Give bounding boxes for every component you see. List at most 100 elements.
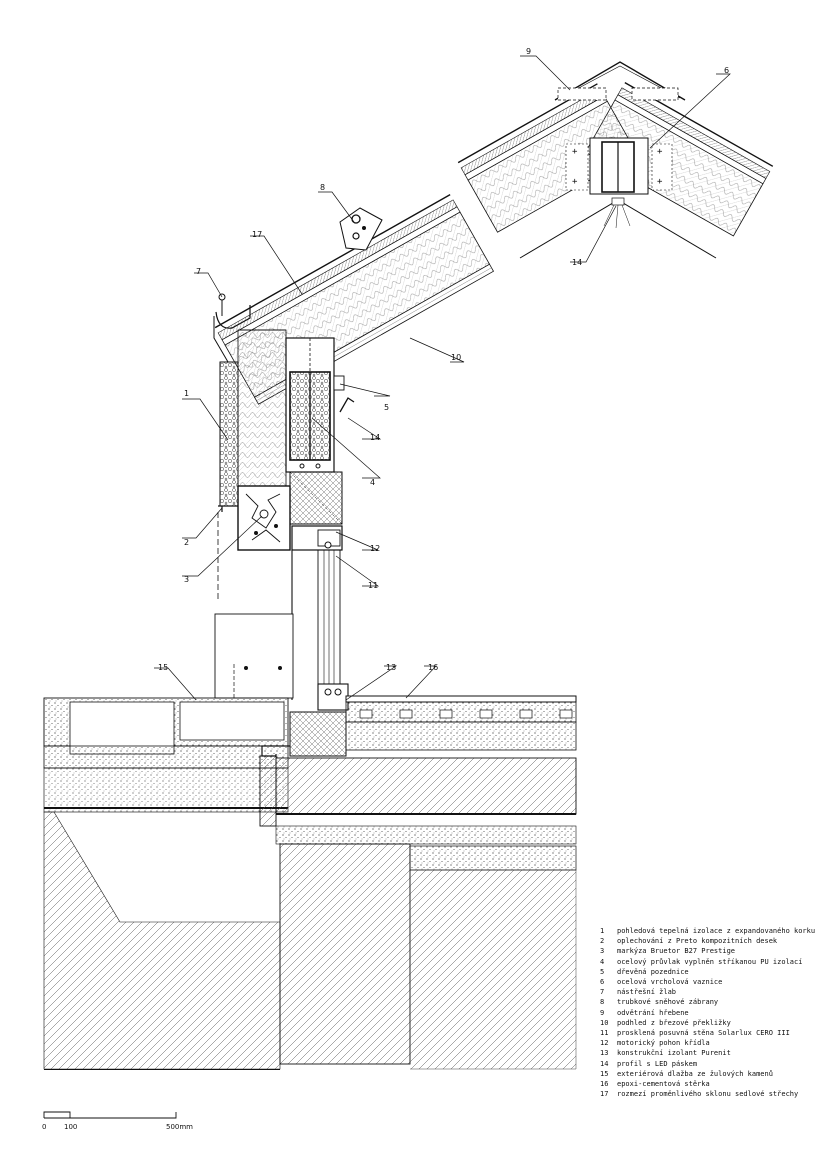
callout-14-wall: 14	[370, 433, 380, 442]
legend-number: 4	[600, 957, 605, 966]
callout-9: 9	[526, 47, 531, 56]
legend-text: ocelová vrcholová vaznice	[617, 978, 723, 987]
legend-item: 7 nástřešní žlab	[600, 987, 822, 997]
sill-profile	[317, 683, 349, 711]
legend-number: 10	[600, 1018, 609, 1027]
legend-item: 12 motorický pohon křídla	[600, 1038, 822, 1048]
legend-item: 1 pohledová tepelná izolace z expandované…	[600, 926, 822, 936]
ridge-vent-left	[557, 87, 607, 101]
wall-insulation	[237, 329, 287, 487]
legend-number: 12	[600, 1039, 609, 1048]
floor-slab	[275, 757, 577, 815]
callout-12: 12	[370, 544, 380, 553]
callout-2: 2	[184, 538, 189, 547]
ridge-vent-right	[631, 87, 679, 101]
led-profile-wall	[339, 397, 355, 413]
scale-label-500: 500mm	[166, 1123, 193, 1131]
legend-text: nástřešní žlab	[617, 988, 677, 997]
legend-text: dřevěná pozednice	[617, 967, 689, 976]
svg-text:+: +	[572, 177, 578, 187]
legend-number: 6	[600, 978, 605, 987]
callout-15: 15	[158, 663, 168, 672]
svg-text:+: +	[657, 147, 663, 157]
timber-wall-plate	[333, 375, 345, 391]
legend-number: 7	[600, 988, 605, 997]
legend-number: 11	[600, 1029, 609, 1038]
legend-number: 3	[600, 947, 605, 956]
legend-item: 16 epoxi-cementová stěrka	[600, 1079, 822, 1089]
scale-label-100: 100	[64, 1123, 77, 1131]
legend-item: 15 exteriérová dlažba ze žulových kamenů	[600, 1069, 822, 1079]
callout-10: 10	[451, 353, 461, 362]
legend-item: 10 podhled z březové překližky	[600, 1018, 822, 1028]
callout-17: 17	[252, 230, 262, 239]
svg-text:+: +	[657, 177, 663, 187]
legend-number: 13	[600, 1049, 609, 1058]
callout-7: 7	[196, 267, 201, 276]
scale-bar: 0 100 500mm	[42, 1111, 193, 1131]
legend-item: 2 oplechování z Preto kompozitních desek	[600, 936, 822, 946]
callout-8: 8	[320, 183, 325, 192]
legend-text: podhled z březové překližky	[617, 1018, 731, 1027]
roof-left-upper-slope	[457, 83, 638, 233]
callout-3: 3	[184, 575, 189, 584]
flashing	[218, 505, 238, 512]
legend-item: 14 profil s LED páskem	[600, 1059, 822, 1069]
legend-text: pohledová tepelná izolace z expandovanéh…	[617, 927, 816, 935]
legend-text: epoxi-cementová stěrka	[617, 1080, 710, 1089]
legend-number: 17	[600, 1090, 609, 1099]
legend-text: exteriérová dlažba ze žulových kamenů	[617, 1069, 773, 1078]
purenit-insulation	[289, 711, 347, 757]
callout-16: 16	[428, 663, 438, 672]
legend-text: odvětrání hřebene	[617, 1008, 689, 1017]
legend-number: 5	[600, 967, 605, 976]
snow-guard-bracket	[339, 207, 383, 251]
ground-soil	[43, 811, 281, 1070]
callout-11: 11	[368, 581, 378, 590]
callout-6: 6	[724, 66, 729, 75]
callout-14-ridge: 14	[572, 258, 582, 267]
legend-item: 9 odvětrání hřebene	[600, 1008, 822, 1018]
scale-label-0: 0	[42, 1123, 46, 1131]
leader-lines	[154, 55, 731, 701]
awning-screen	[214, 613, 294, 699]
legend-text: ocelový průvlak vyplněn stříkanou PU izo…	[617, 957, 803, 966]
legend-number: 9	[600, 1008, 605, 1017]
callout-5: 5	[384, 403, 389, 412]
cork-facade	[219, 361, 239, 507]
legend-number: 2	[600, 937, 605, 946]
legend-item: 4 ocelový průvlak vyplněn stříkanou PU iz…	[600, 957, 822, 967]
legend: 1 pohledová tepelná izolace z expandované…	[600, 926, 822, 1099]
legend-text: rozmezí proměnlivého sklonu sedlové stře…	[617, 1090, 799, 1099]
legend-item: 3 markýza Bruetor B27 Prestige	[600, 946, 822, 956]
legend-text: markýza Bruetor B27 Prestige	[617, 947, 736, 956]
legend-item: 13 konstrukční izolant Purenit	[600, 1048, 822, 1058]
callout-numbers: 1 2 3 4 5 6 7 8 9 10 11 12 13 14 14 15 1…	[158, 47, 729, 672]
callout-4: 4	[370, 478, 375, 487]
legend-item: 6 ocelová vrcholová vaznice	[600, 977, 822, 987]
legend-item: 8 trubkové sněhové zábrany	[600, 997, 822, 1007]
interior-floor-finish	[345, 695, 577, 703]
legend-item: 17 rozmezí proměnlivého sklonu sedlové st…	[600, 1089, 822, 1099]
legend-number: 16	[600, 1080, 609, 1089]
legend-text: konstrukční izolant Purenit	[617, 1049, 731, 1058]
legend-text: prosklená posuvná stěna Solarlux CERO II…	[617, 1029, 790, 1038]
legend-text: motorický pohon křídla	[617, 1039, 710, 1048]
legend-item: 5 dřevěná pozednice	[600, 967, 822, 977]
callout-13: 13	[386, 663, 396, 672]
legend-number: 1	[600, 927, 605, 935]
callout-1: 1	[184, 389, 189, 398]
foundation-wall	[279, 843, 411, 1065]
svg-text:+: +	[572, 147, 578, 157]
legend-number: 8	[600, 998, 605, 1007]
legend-item: 11 prosklená posuvná stěna Solarlux CERO …	[600, 1028, 822, 1038]
legend-number: 15	[600, 1069, 609, 1078]
legend-text: trubkové sněhové zábrany	[617, 998, 719, 1007]
legend-text: profil s LED páskem	[617, 1059, 698, 1068]
roof-gutter	[215, 305, 251, 329]
legend-number: 14	[600, 1059, 609, 1068]
sliding-glass-wall	[291, 550, 341, 700]
ridge-cover	[554, 61, 686, 101]
legend-text: oplechování z Preto kompozitních desek	[617, 937, 778, 946]
